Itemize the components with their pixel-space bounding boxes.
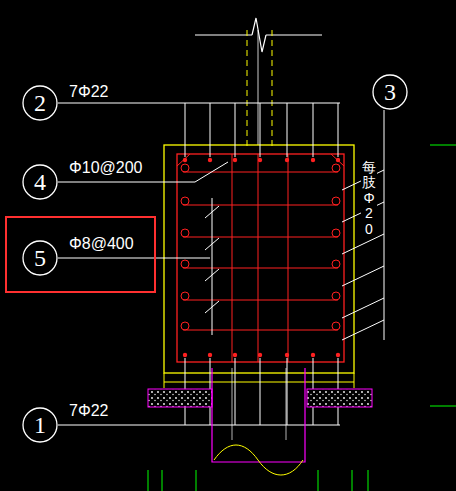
callout-circle: 2 — [22, 85, 58, 121]
callout-circle: 1 — [22, 407, 58, 443]
rebar-note: 每肢Φ20 — [361, 160, 377, 237]
callout-number: 5 — [34, 246, 46, 270]
rebar-label: Φ8@400 — [68, 236, 135, 252]
callout-number: 3 — [384, 80, 396, 104]
callout-circle: 3 — [372, 74, 408, 110]
rebar-label: 7Φ22 — [68, 403, 109, 419]
callout-number: 2 — [34, 91, 46, 115]
rebar-label: 7Φ22 — [68, 84, 109, 100]
callout-number: 1 — [34, 413, 46, 437]
callout-circle: 4 — [22, 164, 58, 200]
rebar-label: Φ10@200 — [68, 160, 144, 176]
callout-number: 4 — [34, 170, 46, 194]
callout-circle: 5 — [22, 240, 58, 276]
